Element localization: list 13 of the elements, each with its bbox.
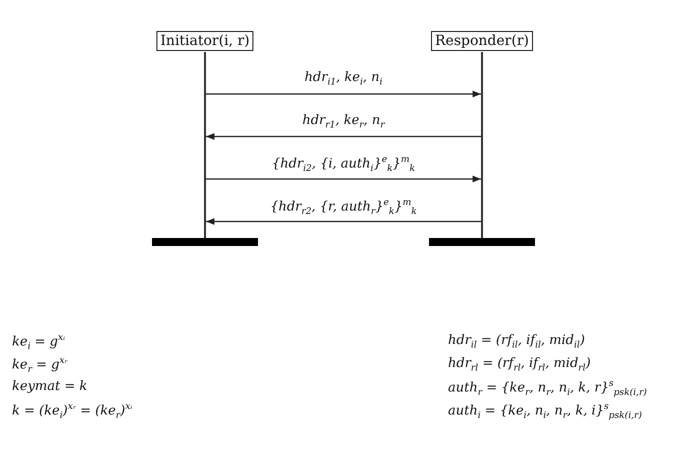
message-label: hdr$_{r1}$, ke$_{r}$, n$_{r}$ bbox=[300, 112, 387, 130]
equation: k = (ke$_{i}$)$^{xᵣ}$ = (ke$_{r}$)$^{xᵢ}$ bbox=[12, 402, 132, 421]
equation: hdr$_{rl}$ = (rf$_{rl}$, if$_{rl}$, mid$_{rl}$) bbox=[448, 356, 591, 374]
message-arrow bbox=[206, 133, 481, 140]
participant-box: Responder(r) bbox=[431, 31, 533, 51]
message-arrow bbox=[206, 90, 481, 98]
equation: hdr$_{il}$ = (rf$_{il}$, if$_{il}$, mid$_{il}$) bbox=[448, 333, 585, 351]
message-arrow bbox=[206, 218, 481, 225]
equation: keymat = k bbox=[12, 379, 88, 394]
participant-box: Initiator(i, r) bbox=[156, 31, 254, 51]
equation: ke$_{r}$ = g$^{xᵣ}$ bbox=[12, 356, 68, 375]
equation: ke$_{i}$ = g$^{xᵢ}$ bbox=[12, 333, 65, 352]
message-arrow bbox=[206, 176, 481, 182]
